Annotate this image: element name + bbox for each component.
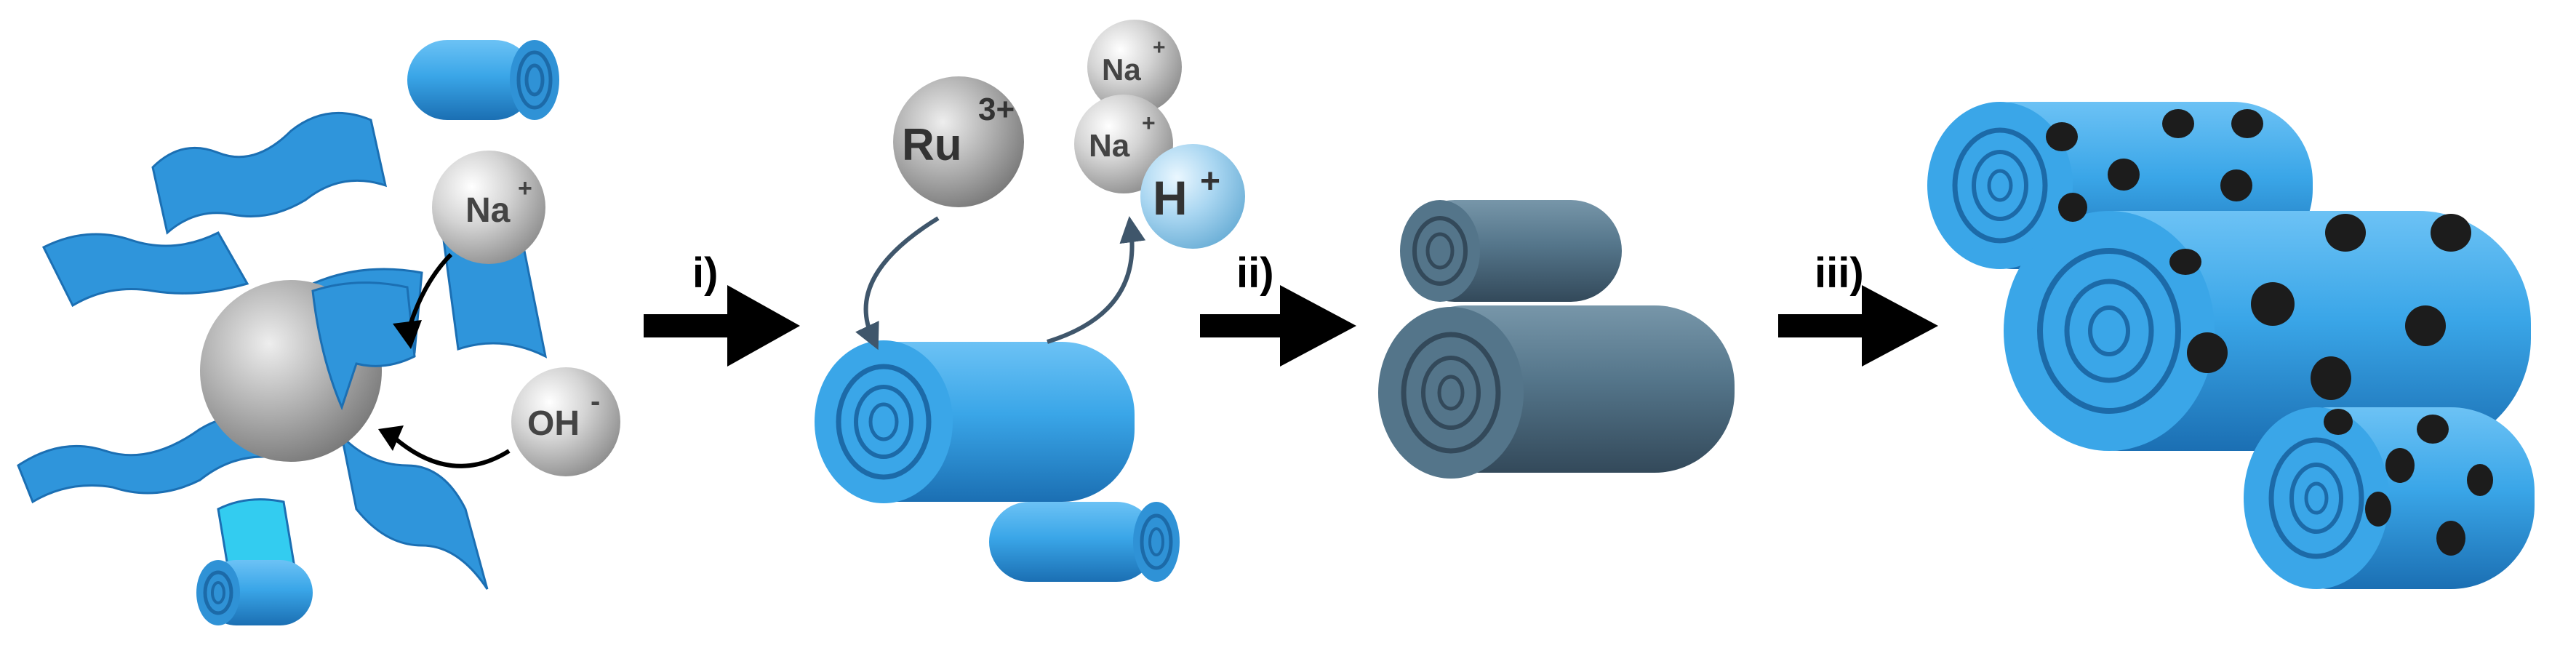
step-label-3: iii) xyxy=(1815,249,1864,297)
nanotube-small-top xyxy=(407,40,559,120)
nanoparticle xyxy=(2365,492,2391,527)
panel-rolling: Ru 3+ Na + Na + H + xyxy=(815,20,1245,582)
nanoparticles xyxy=(2046,109,2493,556)
nanoparticle xyxy=(2311,356,2351,400)
oh-ion: OH - xyxy=(511,367,620,476)
step-arrow-1: i) xyxy=(644,249,800,367)
na-symbol: Na xyxy=(1089,128,1130,164)
nanosheet xyxy=(340,433,489,590)
nanoparticle xyxy=(2251,282,2295,326)
panel-calcined xyxy=(1378,200,1735,479)
na-charge: + xyxy=(518,175,532,202)
nanotube-decorated-large xyxy=(2004,211,2531,451)
nanoparticle xyxy=(2187,332,2228,373)
nanoparticle xyxy=(2108,159,2140,191)
na-symbol: Na xyxy=(465,191,511,230)
step-label-1: i) xyxy=(692,249,718,297)
nanotube-decorated-bottom xyxy=(2244,407,2535,589)
oh-symbol: OH xyxy=(527,404,580,443)
h-charge: + xyxy=(1200,162,1220,201)
nanoparticle xyxy=(2162,109,2194,138)
nanoparticle xyxy=(2058,193,2087,222)
na-charge: + xyxy=(1142,110,1156,136)
nanotube-slate-small xyxy=(1400,200,1622,302)
nanosheet xyxy=(151,111,388,235)
nanotube-main xyxy=(815,340,1135,503)
na-symbol: Na xyxy=(1102,52,1141,87)
nanotube-slate-large xyxy=(1378,305,1735,479)
nanoparticle xyxy=(2436,521,2465,556)
nanoparticle xyxy=(2169,249,2201,275)
step-arrow-3: iii) xyxy=(1778,249,1938,367)
oh-charge: - xyxy=(591,385,600,417)
nanoparticle xyxy=(2231,109,2263,138)
nanoparticle xyxy=(2417,415,2449,444)
nanoparticle xyxy=(2405,305,2446,346)
na-ion-top: Na + xyxy=(1087,20,1182,114)
curved-arrow-h-out xyxy=(1047,216,1146,344)
ru-charge: 3+ xyxy=(978,92,1015,127)
nanoparticle xyxy=(2467,464,2493,496)
na-charge: + xyxy=(1153,36,1166,60)
na-ion: Na + xyxy=(432,151,545,264)
nanoparticle xyxy=(2431,214,2471,252)
nanosheet xyxy=(41,231,249,308)
h-symbol: H xyxy=(1153,171,1188,225)
panel-decorated xyxy=(1927,102,2535,589)
nanotube-small-bottom xyxy=(196,560,313,625)
step-label-2: ii) xyxy=(1236,249,1274,297)
nanosheet xyxy=(311,281,416,411)
nanoparticle xyxy=(2385,448,2415,483)
curved-arrow-oh xyxy=(391,434,511,468)
ru-symbol: Ru xyxy=(902,120,962,170)
step-arrow-2: ii) xyxy=(1200,249,1356,367)
nanoparticle xyxy=(2324,409,2353,435)
panel-exfoliation: Na + OH - xyxy=(17,40,620,625)
h-ion: H + xyxy=(1140,144,1245,249)
ru-ion: Ru 3+ xyxy=(893,76,1024,207)
curved-arrow-ru-in xyxy=(855,216,940,351)
nanotube-small xyxy=(989,502,1180,582)
nanoparticle xyxy=(2325,214,2366,252)
nanosheets xyxy=(17,111,548,599)
nanoparticle xyxy=(2046,122,2078,151)
nanoparticle xyxy=(2220,169,2252,201)
